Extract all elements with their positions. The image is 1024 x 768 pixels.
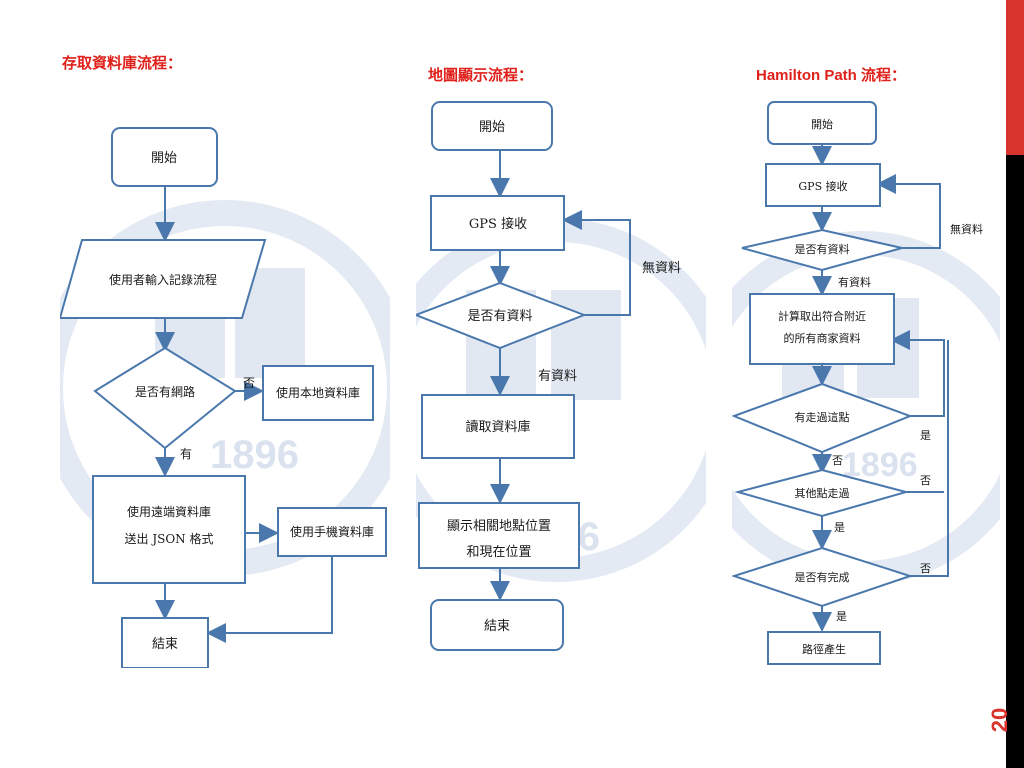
node-others-visited-label: 其他點走過 <box>795 487 850 500</box>
node-phone-db-label: 使用手機資料庫 <box>290 524 374 539</box>
side-accent-bar <box>1006 0 1024 155</box>
node-start-label: 開始 <box>811 117 833 131</box>
node-remote-db-line2: 送出 JSON 格式 <box>125 531 214 546</box>
node-done-label: 是否有完成 <box>795 570 850 584</box>
heading-hamilton: Hamilton Path 流程： <box>756 67 907 84</box>
label-has-data: 有資料 <box>538 369 577 384</box>
node-has-network: 是否有網路 <box>93 346 237 450</box>
node-start: 開始 <box>767 101 877 145</box>
label-no-others: 否 <box>920 474 931 487</box>
node-compute-line1: 計算取出符合附近 <box>778 309 866 323</box>
label-yes-others: 是 <box>834 521 845 534</box>
svg-text:1896: 1896 <box>210 433 299 477</box>
label-yes-done: 是 <box>836 610 847 623</box>
node-has-network-label: 是否有網路 <box>135 384 195 399</box>
label-no: 否 <box>243 376 255 390</box>
node-gps-label: GPS 接收 <box>469 216 527 232</box>
flowchart-hamilton: 1896 開始 GPS 接收 無資料 是否有資料 有資料 計算取出符合附近 的所… <box>732 98 1000 672</box>
node-compute-line2: 的所有商家資料 <box>784 331 861 345</box>
heading-map-display: 地圖顯示流程： <box>428 67 534 84</box>
heading-db-access: 存取資料庫流程： <box>62 55 183 72</box>
node-user-input-label: 使用者輸入記錄流程 <box>109 272 217 287</box>
node-user-input: 使用者輸入記錄流程 <box>60 239 267 319</box>
node-show-location-line1: 顯示相關地點位置 <box>447 519 551 534</box>
node-done: 是否有完成 <box>732 546 914 608</box>
node-compute: 計算取出符合附近 的所有商家資料 <box>749 293 895 365</box>
node-end-label: 結束 <box>484 619 510 634</box>
node-has-data-label: 是否有資料 <box>795 242 850 256</box>
node-remote-db-line1: 使用遠端資料庫 <box>127 504 211 519</box>
node-has-data-label: 是否有資料 <box>467 309 532 324</box>
node-gps-label: GPS 接收 <box>798 179 847 193</box>
node-local-db: 使用本地資料庫 <box>262 365 374 421</box>
node-start: 開始 <box>111 127 218 187</box>
node-end: 結束 <box>430 599 564 651</box>
node-end: 結束 <box>121 617 209 668</box>
node-read-db: 讀取資料庫 <box>421 394 575 459</box>
label-no-visited: 否 <box>832 454 843 467</box>
node-phone-db: 使用手機資料庫 <box>277 507 387 557</box>
label-yes-visited: 是 <box>920 429 931 442</box>
node-end-label: 結束 <box>152 637 178 652</box>
node-path: 路徑產生 <box>767 631 881 665</box>
flowchart-db-access: 1896 開始 使用者輸入記錄流程 是否有網路 否 使用本地資料庫 有 使用遠端… <box>60 108 390 668</box>
node-has-data: 是否有資料 <box>416 281 587 350</box>
node-read-db-label: 讀取資料庫 <box>465 420 530 435</box>
page-number: 20 <box>987 707 1012 733</box>
node-visited: 有走過這點 <box>732 382 913 454</box>
node-start-label: 開始 <box>479 120 505 135</box>
label-no-data: 無資料 <box>950 222 983 236</box>
node-start-label: 開始 <box>151 151 177 166</box>
flowchart-map-display: 1896 開始 GPS 接收 無資料 是否有資料 有資料 讀取資料庫 顯示相關地… <box>416 100 706 660</box>
side-dark-bar <box>1006 155 1024 768</box>
node-start: 開始 <box>431 101 553 151</box>
label-no-done: 否 <box>920 562 931 575</box>
node-remote-db: 使用遠端資料庫 送出 JSON 格式 <box>92 475 246 584</box>
node-path-label: 路徑產生 <box>802 642 846 656</box>
node-local-db-label: 使用本地資料庫 <box>276 385 360 400</box>
node-others-visited: 其他點走過 <box>734 468 910 518</box>
node-gps: GPS 接收 <box>765 163 881 207</box>
node-visited-label: 有走過這點 <box>795 410 850 424</box>
label-has-data: 有資料 <box>838 275 871 289</box>
label-yes: 有 <box>180 447 192 461</box>
node-show-location-line2: 和現在位置 <box>466 545 531 560</box>
node-has-data: 是否有資料 <box>741 228 903 272</box>
node-show-location: 顯示相關地點位置 和現在位置 <box>418 502 580 569</box>
label-no-data: 無資料 <box>642 261 681 276</box>
node-gps: GPS 接收 <box>430 195 565 251</box>
